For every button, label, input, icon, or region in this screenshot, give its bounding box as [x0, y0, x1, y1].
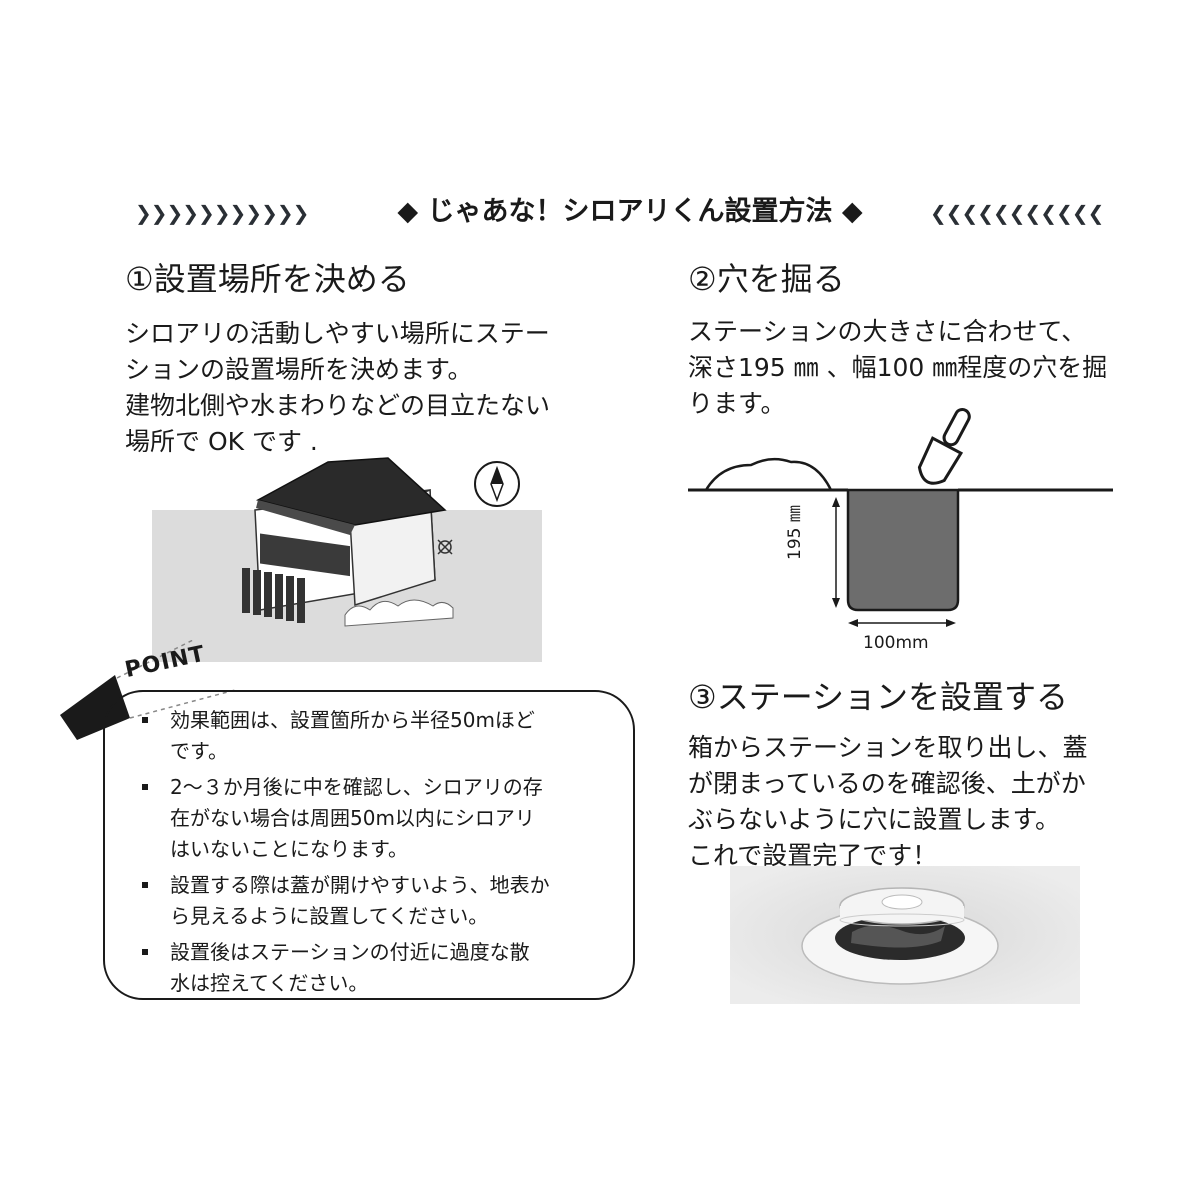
bullet-icon: [142, 949, 148, 955]
width-label: 100mm: [863, 633, 929, 653]
station-photo: [730, 866, 1080, 1004]
header-right-arrows-text: ❮❮❮❮❮❮❮❮❮❮❮: [930, 201, 1104, 225]
header-right-arrows: ❮❮❮❮❮❮❮❮❮❮❮: [930, 198, 1104, 228]
step1-heading: ①設置場所を決める: [125, 260, 410, 298]
list-item: 2～３か月後に中を確認し、シロアリの存 在がない場合は周囲50m以内にシロアリ …: [138, 772, 618, 865]
shovel-icon: [917, 408, 971, 485]
list-item: 設置する際は蓋が開けやすいよう、地表か ら見えるように設置してください。: [138, 870, 618, 932]
point-item-text: 設置後はステーションの付近に過度な散 水は控えてください。: [170, 940, 530, 995]
point-box: [103, 690, 635, 1000]
dirt-pile: [703, 457, 834, 492]
step3-heading: ③ステーションを設置する: [688, 678, 1069, 716]
header-left-arrows-text: ❯❯❯❯❯❯❯❯❯❯❯: [135, 201, 309, 225]
depth-label: 195 ㎜: [785, 505, 805, 560]
point-item-text: 効果範囲は、設置箇所から半径50mほど です。: [170, 708, 535, 763]
point-item-text: 2～３か月後に中を確認し、シロアリの存 在がない場合は周囲50m以内にシロアリ …: [170, 775, 543, 861]
step2-body: ステーションの大きさに合わせて、 深さ195 ㎜ 、幅100 ㎜程度の穴を掘 り…: [688, 317, 1108, 418]
bullet-icon: [142, 882, 148, 888]
bullet-icon: [142, 717, 148, 723]
point-item-text: 設置する際は蓋が開けやすいよう、地表か ら見えるように設置してください。: [170, 873, 550, 928]
compass-icon: [474, 461, 520, 507]
hole: [846, 488, 960, 612]
list-item: 設置後はステーションの付近に過度な散 水は控えてください。: [138, 937, 618, 999]
point-list: 効果範囲は、設置箇所から半径50mほど です。 2～３か月後に中を確認し、シロア…: [138, 705, 618, 1004]
step3-body: 箱からステーションを取り出し、蓋 が閉まっているのを確認後、土がか ぶらないよう…: [688, 733, 1088, 870]
step1-body: シロアリの活動しやすい場所にステー ションの設置場所を決めます。 建物北側や水ま…: [125, 319, 551, 456]
page-title: ◆ じゃあな！シロアリくん設置方法 ◆: [397, 196, 863, 227]
house-illustration: [152, 457, 542, 662]
hole-diagram: [688, 408, 1113, 627]
header-left-arrows: ❯❯❯❯❯❯❯❯❯❯❯: [135, 198, 309, 228]
target-mark: [438, 540, 452, 554]
step2-heading: ②穴を掘る: [688, 260, 845, 298]
bullet-icon: [142, 784, 148, 790]
list-item: 効果範囲は、設置箇所から半径50mほど です。: [138, 705, 618, 767]
